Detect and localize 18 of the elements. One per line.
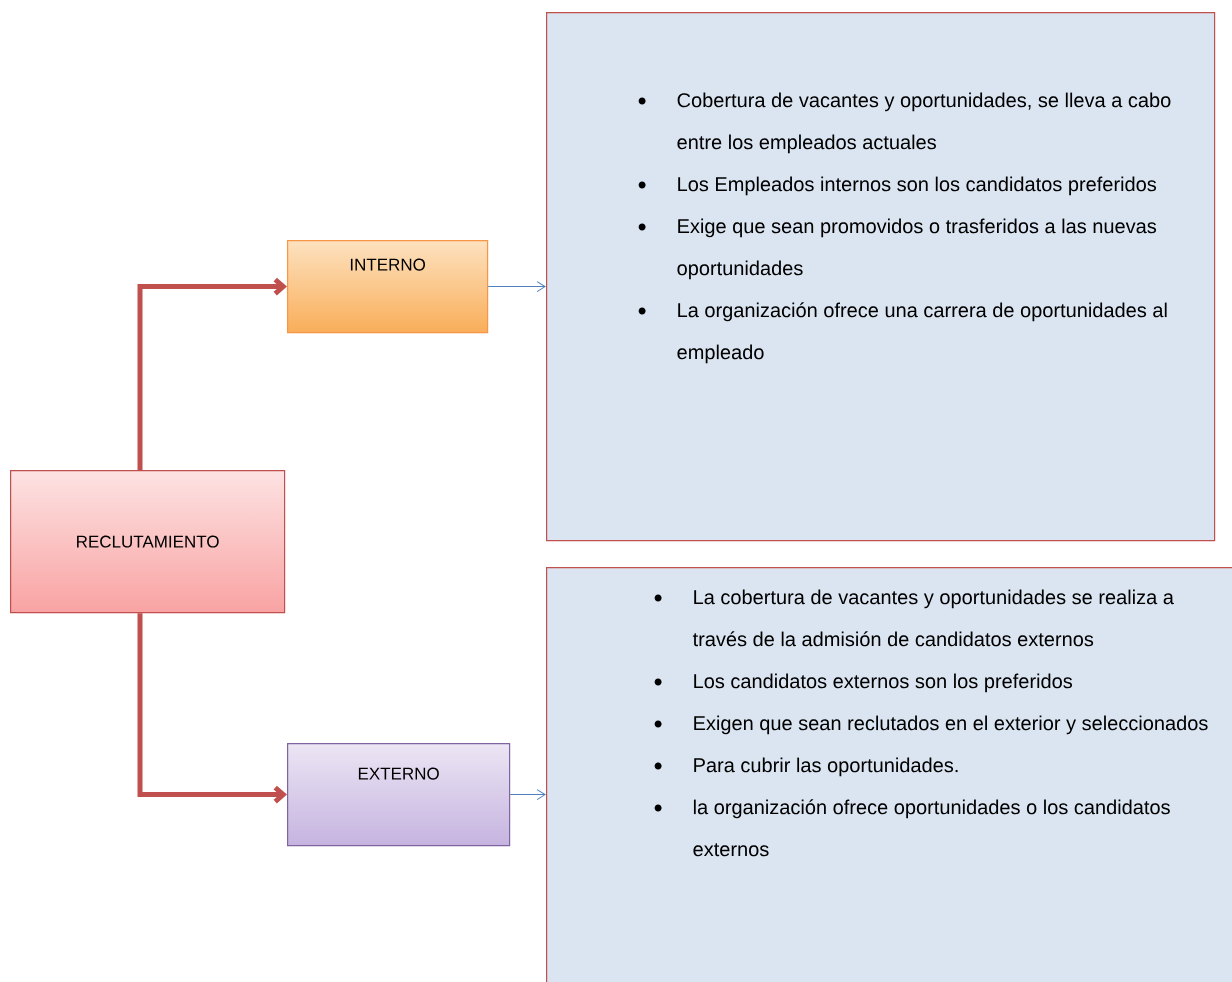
text-panel bbox=[546, 567, 1232, 982]
bullet-item: La cobertura de vacantes y oportunidades se realiza a través de la admisión de candidatos externos bbox=[654, 589, 1174, 647]
bullet-item: Exige que sean promovidos o trasferidos a las nuevas oportunidades bbox=[638, 218, 1157, 280]
text-panel bbox=[546, 12, 1216, 542]
arrow bbox=[509, 789, 546, 801]
root-box: RECLUTAMIENTO bbox=[10, 470, 286, 614]
category-box: EXTERNO bbox=[287, 743, 511, 847]
bullet-item: Exigen que sean reclutados en el exterior y seleccionados bbox=[654, 715, 1208, 735]
bullet-item: Los Empleados internos son los candidatos preferidos bbox=[638, 176, 1157, 196]
bullet-item: Los candidatos externos son los preferidos bbox=[654, 673, 1073, 693]
bullet-item: Cobertura de vacantes y oportunidades, se lleva a cabo entre los empleados actuales bbox=[638, 92, 1171, 154]
category-box: INTERNO bbox=[287, 240, 489, 334]
bullet-item: Para cubrir las oportunidades. bbox=[654, 757, 958, 777]
arrow bbox=[137, 277, 287, 470]
bullet-item: La organización ofrece una carrera de oportunidades al empleado bbox=[638, 302, 1167, 364]
arrow bbox=[137, 613, 287, 804]
bullet-item: la organización ofrece oportunidades o los candidatos externos bbox=[654, 799, 1170, 857]
arrow bbox=[487, 281, 546, 293]
